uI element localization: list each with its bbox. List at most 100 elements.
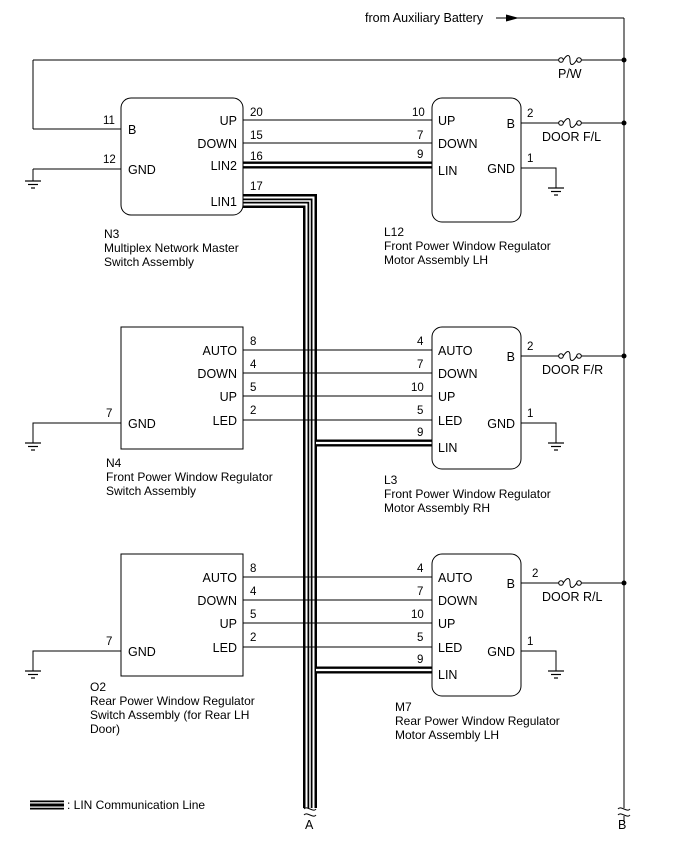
wire-num: 4: [417, 336, 424, 348]
component-name: Multiplex Network Master: [104, 241, 239, 255]
component-code: O2: [90, 680, 106, 694]
ground-icon: [24, 658, 42, 679]
pin-label: AUTO: [438, 344, 473, 358]
wire-num: 7: [106, 636, 112, 648]
wire-num: 2: [527, 341, 533, 353]
component-code: M7: [395, 700, 412, 714]
wire-num: 10: [411, 382, 424, 394]
pin-label: DOWN: [197, 367, 237, 381]
component-m7: AUTO DOWN UP LED LIN B GND 2 1 M7 Rear P…: [395, 553, 565, 742]
wire-num: 4: [417, 563, 424, 575]
pin-label: AUTO: [438, 571, 473, 585]
wire-num: 5: [417, 405, 423, 417]
l12-box: [431, 97, 522, 223]
wire-num: 7: [417, 130, 423, 142]
fuse-icon-pw: [558, 55, 582, 65]
pin-label: GND: [487, 162, 515, 176]
wire-num: 2: [250, 405, 256, 417]
component-name: Front Power Window Regulator: [384, 239, 551, 253]
wire-num: 11: [103, 115, 115, 127]
pin-label: UP: [220, 114, 237, 128]
legend: : LIN Communication Line: [30, 798, 205, 812]
junction-dot: [621, 580, 627, 586]
fuse-icon-door-rl: [558, 578, 582, 588]
pin-label: B: [507, 350, 515, 364]
component-name: Rear Power Window Regulator: [90, 694, 255, 708]
continuation-a: A: [305, 818, 314, 832]
wire-num: 15: [250, 130, 263, 142]
pin-label: LIN: [438, 441, 457, 455]
wire-num: 17: [250, 181, 263, 193]
wire-num: 5: [250, 382, 256, 394]
pin-label: GND: [128, 645, 156, 659]
pin-label: GND: [487, 645, 515, 659]
n4-l3-wires: 8 4 5 2 4 7 10 5 9: [243, 336, 433, 439]
fuse-icon-door-fl: [558, 118, 582, 128]
o2-box: [120, 553, 244, 677]
wire-num: 10: [412, 107, 425, 119]
pin-label: DOWN: [197, 594, 237, 608]
component-name: Switch Assembly: [106, 484, 196, 498]
break-icon: [617, 807, 631, 817]
l3-box: [431, 326, 522, 470]
junction-dot: [621, 120, 627, 126]
pin-label: AUTO: [203, 571, 238, 585]
component-name: Motor Assembly RH: [384, 501, 490, 515]
fuse-label-door-fl: DOOR F/L: [542, 130, 601, 144]
break-icon: [303, 807, 317, 817]
wire-num: 8: [250, 336, 256, 348]
junction-dot: [621, 353, 627, 359]
ground-icon: [24, 430, 42, 451]
pin-label: LIN2: [211, 159, 237, 173]
pin-label: AUTO: [203, 344, 238, 358]
wire-num: 10: [411, 609, 424, 621]
wire-num: 8: [250, 563, 256, 575]
pin-label: LED: [213, 414, 237, 428]
component-name: Switch Assembly: [104, 255, 194, 269]
legend-text: : LIN Communication Line: [67, 798, 205, 812]
wire-num: 1: [527, 636, 533, 648]
pin-label: DOWN: [438, 137, 478, 151]
pin-label: GND: [128, 163, 156, 177]
component-n3: B GND UP DOWN LIN2 LIN1 11 12 N3 Multipl…: [24, 97, 244, 269]
component-name: Motor Assembly LH: [384, 253, 488, 267]
wire-num: 7: [106, 408, 112, 420]
arrow-icon: [506, 14, 519, 22]
m7-box: [431, 553, 522, 697]
pin-label: LIN: [438, 668, 457, 682]
wire-num: 12: [103, 154, 116, 166]
component-code: N3: [104, 227, 120, 241]
component-l3: AUTO DOWN UP LED LIN B GND 2 1 L3 Front …: [384, 326, 565, 515]
ground-icon: [547, 658, 565, 679]
o2-m7-wires: 8 4 5 2 4 7 10 5 9: [243, 563, 433, 666]
pin-label: DOWN: [438, 594, 478, 608]
component-name: Switch Assembly (for Rear LH: [90, 708, 249, 722]
junction-dot: [621, 57, 627, 63]
component-n4: AUTO DOWN UP LED GND 7 N4 Front Power Wi…: [24, 326, 273, 498]
pin-label: UP: [438, 617, 455, 631]
fuse-label-pw: P/W: [558, 67, 582, 81]
component-code: L12: [384, 225, 404, 239]
component-name: Door): [90, 722, 120, 736]
wire-num: 7: [417, 586, 423, 598]
pin-label: DOWN: [197, 137, 237, 151]
pin-label: LED: [438, 414, 462, 428]
component-name: Motor Assembly LH: [395, 728, 499, 742]
pin-label: LIN1: [211, 195, 237, 209]
n3-l12-wires: 20 15 16 17 10 7 9: [243, 107, 433, 193]
wire-num: 9: [417, 427, 423, 439]
wire-num: 4: [250, 359, 257, 371]
pin-label: B: [507, 577, 515, 591]
pin-label: LED: [438, 641, 462, 655]
pin-label: UP: [438, 390, 455, 404]
component-o2: AUTO DOWN UP LED GND 7 O2 Rear Power Win…: [24, 553, 255, 736]
pin-label: B: [507, 117, 515, 131]
lin-bus: A: [243, 161, 433, 832]
fuse-icon-door-fr: [558, 351, 582, 361]
wire-num: 5: [417, 632, 423, 644]
pin-label: UP: [220, 390, 237, 404]
pin-label: UP: [220, 617, 237, 631]
component-l12: UP DOWN LIN B GND 2 1 L12 Front Power Wi…: [384, 97, 565, 267]
pin-label: LIN: [438, 164, 457, 178]
